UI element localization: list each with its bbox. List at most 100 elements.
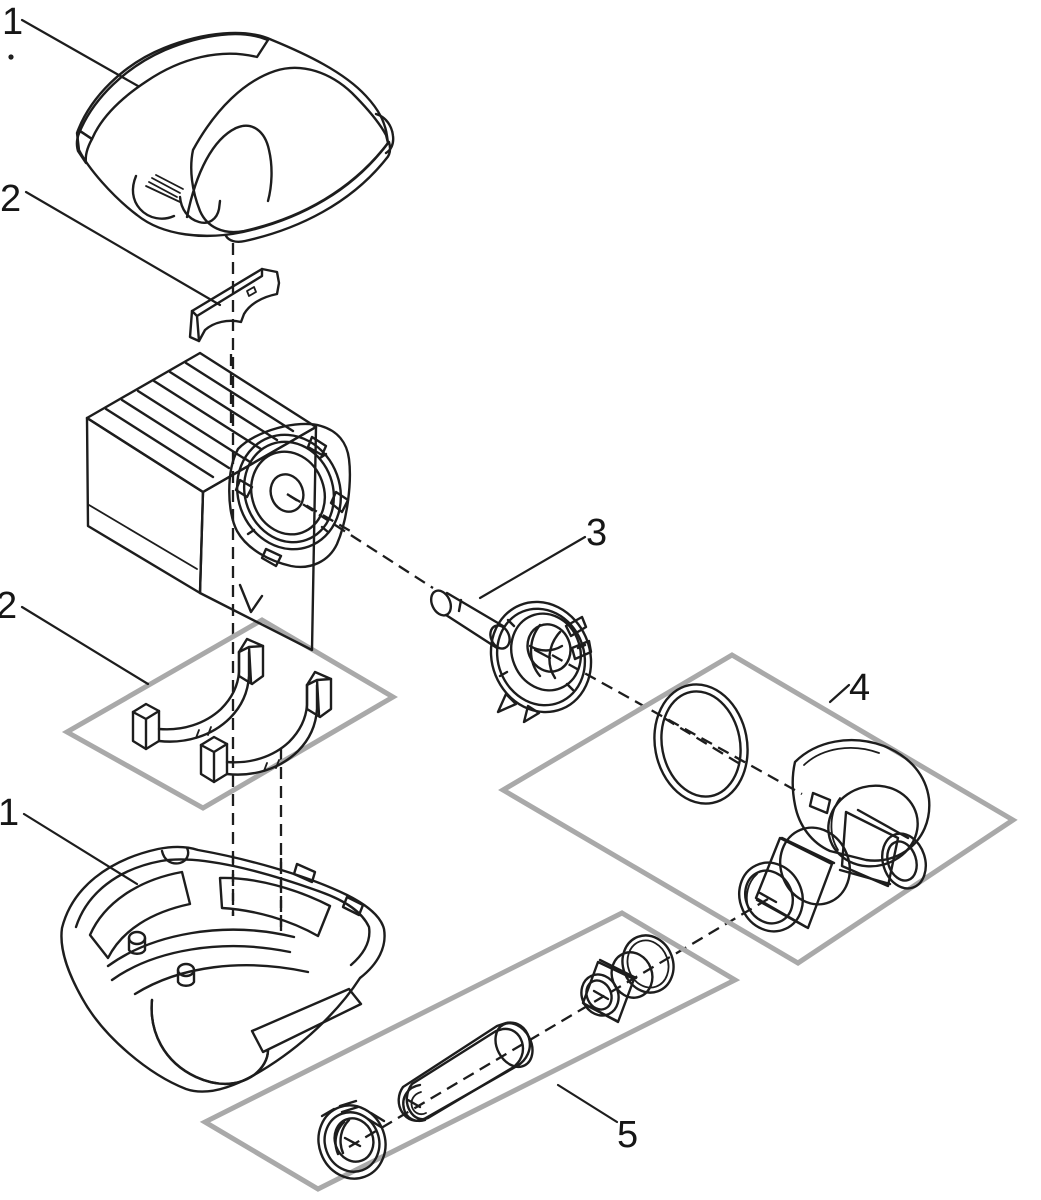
part-union-adapter xyxy=(580,934,675,1024)
elbow-port-right-rim xyxy=(881,832,927,890)
motor-bayonet-ring-outer xyxy=(235,433,343,551)
callout-label: 2 xyxy=(0,178,21,220)
housing-fins-right xyxy=(218,876,332,938)
cover-holes-panel xyxy=(190,66,390,234)
housing-fins-left xyxy=(88,870,192,960)
callout-clip-single: 2 xyxy=(0,178,222,307)
motor-stator-bore xyxy=(250,450,326,536)
callout-leader xyxy=(478,535,587,600)
callout-label: 2 xyxy=(0,585,17,627)
callout-leader xyxy=(24,190,222,307)
elbow-port-left-rim xyxy=(738,861,804,933)
cover-outline xyxy=(75,31,390,237)
axis-over-plate xyxy=(289,495,353,533)
callout-label: 3 xyxy=(586,512,607,554)
housing-tab-1 xyxy=(292,862,317,884)
cover-latch-slot xyxy=(145,174,184,203)
motor-face-plate xyxy=(228,422,352,569)
housing-top-notch xyxy=(160,846,190,865)
adapter-bore xyxy=(585,979,613,1011)
cover-inner-arch xyxy=(185,124,273,219)
part-motor-block xyxy=(85,351,352,652)
cover-slot-panel-end xyxy=(75,129,94,165)
rotor-cap xyxy=(429,589,453,617)
callout-strainer-cover: 1 xyxy=(2,1,140,88)
housing-tab-2 xyxy=(341,895,365,917)
elbow-port-left-threads xyxy=(754,836,834,930)
callout-leader xyxy=(20,18,140,88)
motor-bayonet-ring-inner xyxy=(242,440,336,544)
impeller-disc-outer xyxy=(489,600,593,714)
nut-ring xyxy=(323,1111,381,1173)
cover-latch-tab xyxy=(131,174,176,220)
callout-leader xyxy=(556,1083,619,1124)
elbow-port-left-lip xyxy=(745,873,758,911)
cover-details xyxy=(131,112,395,243)
clip-single-body xyxy=(188,267,281,343)
axis-over-o-ring xyxy=(663,717,741,765)
elbow-port-right-bore xyxy=(886,840,918,882)
callout-label: 1 xyxy=(0,792,19,834)
adapter-thread-outline xyxy=(582,958,638,1023)
callout-label: 1 xyxy=(2,1,23,43)
group-box-outlet-kit xyxy=(498,652,1018,966)
part-hose-tail xyxy=(397,1021,534,1123)
print-speck xyxy=(8,54,14,60)
motor-left-seam xyxy=(88,504,198,570)
cover-rim-band xyxy=(224,140,392,243)
axis-rotor-to-elbow xyxy=(551,653,803,796)
cover-slot-panel xyxy=(78,32,270,141)
nut-outer xyxy=(317,1104,387,1180)
part-union-nut xyxy=(317,1099,387,1180)
motor-shaft-hole xyxy=(269,473,305,513)
elbow-body-arc xyxy=(830,797,841,851)
elbow-flange-slot xyxy=(808,791,832,815)
housing-cable-core xyxy=(150,998,270,1086)
impeller-blade-notch-2 xyxy=(570,639,593,661)
part-clip-single xyxy=(188,267,281,343)
motor-cooling-ribs xyxy=(104,361,295,479)
part-rotor-impeller xyxy=(429,589,593,724)
motor-right-face xyxy=(198,425,318,652)
housing-posts xyxy=(127,930,196,987)
motor-bayonet-tabs xyxy=(234,435,350,568)
hose-tail-ribs xyxy=(405,1027,525,1121)
callout-leader xyxy=(20,605,150,686)
callout-label: 5 xyxy=(617,1114,638,1156)
hose-tail-flange xyxy=(494,1021,534,1069)
group-box-clip-pair xyxy=(61,617,398,811)
hose-tail-small-end-inner xyxy=(410,1091,427,1116)
part-outlet-elbow xyxy=(738,739,931,933)
impeller-disc-inner xyxy=(495,607,587,707)
cover-right-flange xyxy=(374,112,395,155)
housing-rails xyxy=(106,928,310,996)
impeller-ring-ticks xyxy=(498,618,587,692)
cover-u-notch xyxy=(178,195,222,224)
impeller-blade-tip-1 xyxy=(496,692,518,714)
callout-label: 4 xyxy=(849,667,870,709)
elbow-port-left-outline xyxy=(755,836,836,929)
impeller-blade-notch-1 xyxy=(564,615,588,638)
clip-single-notch xyxy=(246,286,257,297)
part-o-ring xyxy=(653,683,749,805)
motor-left-face xyxy=(85,416,205,595)
adapter-knurl-inner xyxy=(626,939,670,989)
motor-ring-ticks xyxy=(242,452,330,536)
callout-hose-kit: 5 xyxy=(556,1083,638,1156)
housing-inner-rim xyxy=(74,858,371,967)
hose-tail-small-end xyxy=(402,1083,427,1123)
nut-thread-arcs xyxy=(334,1118,351,1156)
callout-outlet-kit: 4 xyxy=(828,667,870,709)
clip-single-edges xyxy=(190,267,264,343)
group-boxes xyxy=(61,617,1018,1192)
impeller-face xyxy=(510,612,582,692)
adapter-rim xyxy=(580,973,620,1017)
axis-elbow-to-hosekit xyxy=(348,898,769,1148)
impeller-blade-tip-2 xyxy=(522,704,541,724)
o-ring-outer xyxy=(653,683,749,805)
part-strainer-cover xyxy=(8,31,395,243)
axis-overlays xyxy=(229,354,778,1148)
callout-rotor: 3 xyxy=(478,512,607,600)
